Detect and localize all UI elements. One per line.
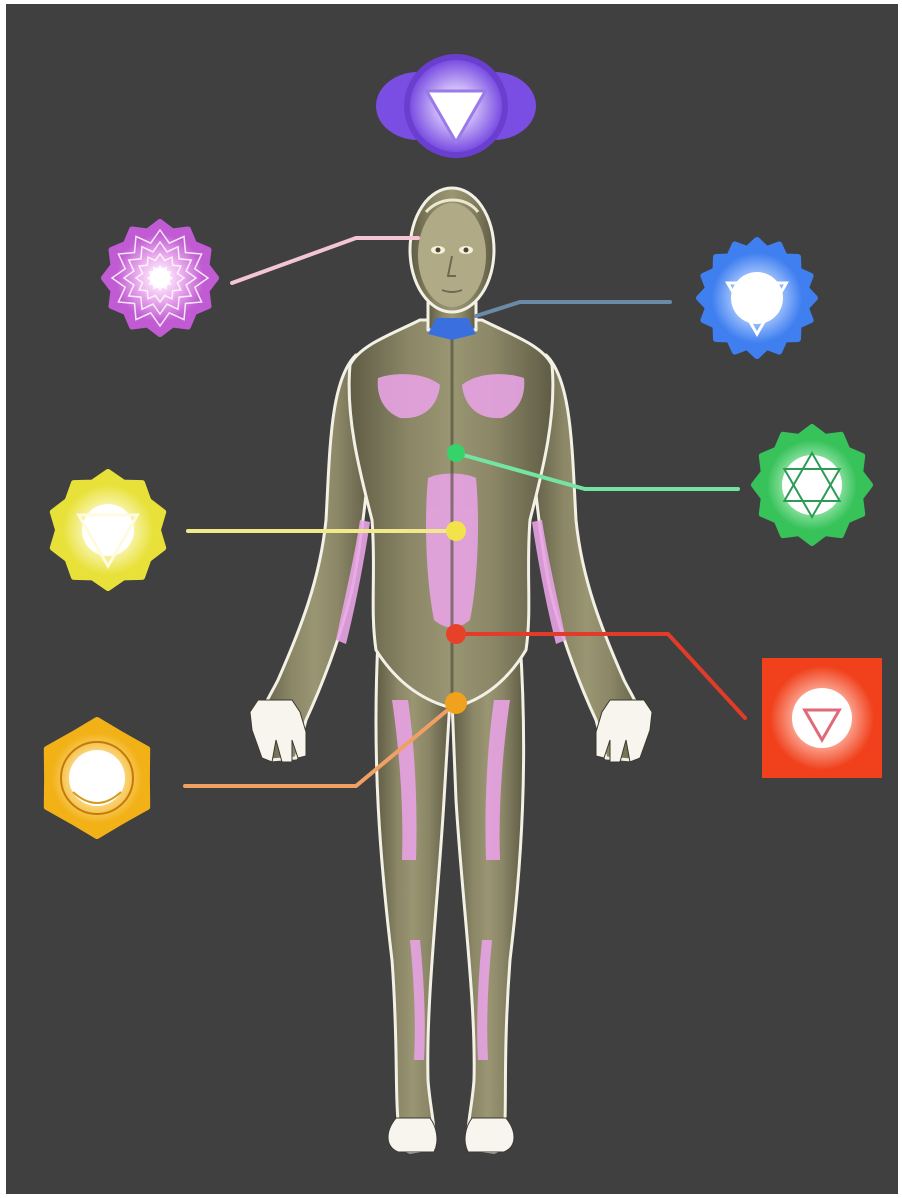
root-chakra: [762, 658, 882, 778]
throat-chakra: [699, 240, 815, 356]
root-point: [446, 624, 466, 644]
circle-lotus-icon: [47, 720, 147, 836]
sacral-point: [445, 692, 467, 714]
triangle-lotus-icon: [699, 240, 815, 356]
solar-plexus-chakra: [53, 472, 163, 588]
triangle-lotus-icon: [53, 472, 163, 588]
heart-point: [447, 444, 465, 462]
square-triangle-icon: [762, 658, 882, 778]
sacral-chakra: [47, 720, 147, 836]
solar-plexus-point: [446, 521, 466, 541]
